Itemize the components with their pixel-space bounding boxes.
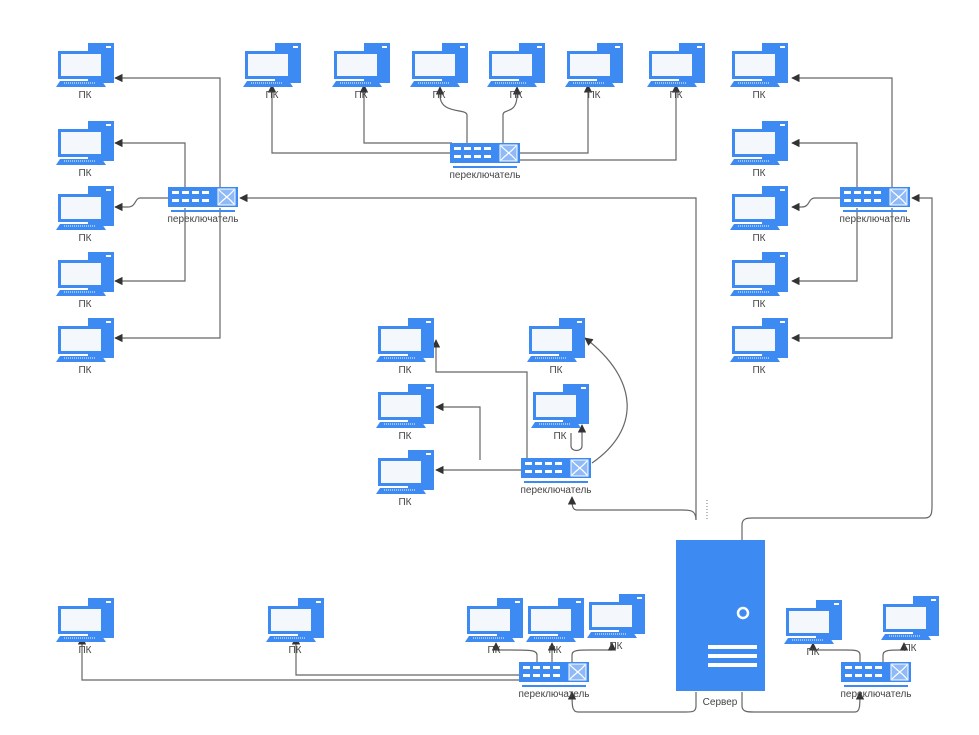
switch-icon[interactable] <box>167 186 239 212</box>
pc-icon[interactable] <box>55 185 115 231</box>
pc-icon[interactable] <box>375 317 435 363</box>
switch-icon[interactable] <box>839 186 911 212</box>
pc-icon[interactable] <box>375 449 435 495</box>
server[interactable]: Сервер <box>676 540 765 708</box>
pc-icon[interactable] <box>530 383 590 429</box>
switch-icon[interactable] <box>840 661 912 687</box>
pc-icon[interactable] <box>880 595 940 641</box>
pc-label: ПК <box>587 90 600 101</box>
pc-label: ПК <box>432 90 445 101</box>
pc-label: ПК <box>806 647 819 658</box>
pc-icon[interactable] <box>525 597 585 643</box>
pc-icon[interactable] <box>242 42 302 88</box>
pc-icon[interactable] <box>55 42 115 88</box>
pc-icon[interactable] <box>375 383 435 429</box>
pc-icon[interactable] <box>526 317 586 363</box>
pc-label: ПК <box>78 233 91 244</box>
pc-icon[interactable] <box>331 42 391 88</box>
switch-label: переключатель <box>521 485 592 496</box>
pc-label: ПК <box>752 90 765 101</box>
pc-icon[interactable] <box>486 42 546 88</box>
pc-icon[interactable] <box>265 597 325 643</box>
pc-label: ПК <box>553 431 566 442</box>
pc-label: ПК <box>398 365 411 376</box>
pc-icon[interactable] <box>55 251 115 297</box>
pc-label: ПК <box>548 645 561 656</box>
pc-label: ПК <box>509 90 522 101</box>
pc-icon[interactable] <box>409 42 469 88</box>
connections <box>77 73 933 713</box>
pc-icon[interactable] <box>586 593 646 639</box>
pc-label: ПК <box>354 90 367 101</box>
pc-label: ПК <box>549 365 562 376</box>
pc-icon[interactable] <box>729 185 789 231</box>
pc-label: ПК <box>752 365 765 376</box>
pc-label: ПК <box>903 643 916 654</box>
pc-label: ПК <box>78 365 91 376</box>
pc-label: ПК <box>487 645 500 656</box>
pc-icon[interactable] <box>55 120 115 166</box>
pc-label: ПК <box>752 299 765 310</box>
pc-label: ПК <box>398 431 411 442</box>
switch-icon[interactable] <box>518 661 590 687</box>
switch-label: переключатель <box>841 689 912 700</box>
switch-label: переключатель <box>168 214 239 225</box>
pc-label: ПК <box>288 645 301 656</box>
switch-icon[interactable] <box>520 457 592 483</box>
server-label: Сервер <box>703 697 738 708</box>
pc-label: ПК <box>78 299 91 310</box>
pc-icon[interactable] <box>783 599 843 645</box>
pc-icon[interactable] <box>55 597 115 643</box>
pc-icon[interactable] <box>55 317 115 363</box>
pc-label: ПК <box>78 90 91 101</box>
pc-label: ПК <box>752 233 765 244</box>
pc-icon[interactable] <box>729 42 789 88</box>
switch-icon[interactable] <box>449 142 521 168</box>
pc-icon[interactable] <box>564 42 624 88</box>
pc-icon[interactable] <box>729 120 789 166</box>
pc-label: ПК <box>78 645 91 656</box>
pc-icon[interactable] <box>729 251 789 297</box>
pc-label: ПК <box>752 168 765 179</box>
pc-label: ПК <box>609 641 622 652</box>
pc-label: ПК <box>265 90 278 101</box>
pc-label: ПК <box>669 90 682 101</box>
switch-label: переключатель <box>519 689 590 700</box>
pc-icon[interactable] <box>464 597 524 643</box>
pc-icon[interactable] <box>729 317 789 363</box>
switch-label: переключатель <box>450 170 521 181</box>
switch-label: переключатель <box>840 214 911 225</box>
pc-icon[interactable] <box>646 42 706 88</box>
pc-label: ПК <box>398 497 411 508</box>
pc-label: ПК <box>78 168 91 179</box>
